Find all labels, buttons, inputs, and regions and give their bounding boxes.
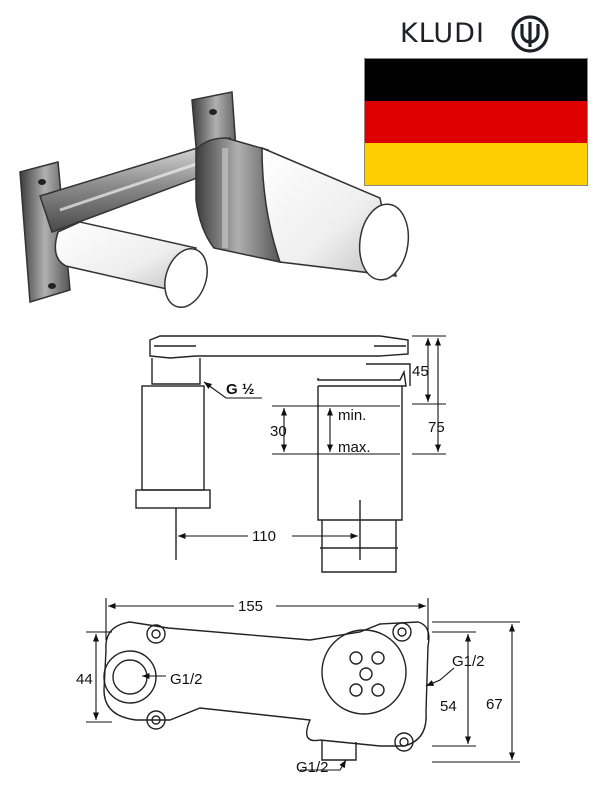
dim-75: 75	[428, 419, 445, 436]
dim-155: 155	[238, 598, 263, 615]
flag-stripe-gold	[365, 143, 587, 185]
side-view-dimensions	[178, 335, 446, 540]
top-view-dimensions	[86, 598, 520, 771]
max-label: max.	[338, 439, 371, 456]
thread-label-side: G ½	[226, 381, 254, 398]
product-render	[19, 91, 410, 308]
dim-110: 110	[252, 528, 276, 545]
germany-flag-icon	[364, 58, 588, 186]
dim-44: 44	[76, 671, 93, 688]
dim-67: 67	[486, 696, 503, 713]
brand-header: KLUDI	[400, 14, 560, 54]
flag-stripe-black	[365, 59, 587, 101]
kludi-logo-icon	[511, 15, 549, 53]
thread-label-right: G1/2	[452, 653, 485, 670]
min-label: min.	[338, 407, 366, 424]
side-view-drawing	[135, 335, 411, 573]
top-view-labels: 155 44 G1/2 G1/2 G1/2 54 67	[76, 596, 508, 776]
top-view-drawing	[103, 621, 430, 761]
dim-54: 54	[440, 698, 457, 715]
side-view-labels: G ½ 45 30 75 min. max. 110	[226, 363, 445, 545]
dim-45: 45	[412, 363, 429, 380]
brand-name: KLUDI	[400, 18, 485, 49]
thread-label-left: G1/2	[170, 671, 203, 688]
flag-stripe-red	[365, 101, 587, 143]
thread-label-bottom: G1/2	[296, 759, 329, 776]
dim-30: 30	[270, 423, 287, 440]
